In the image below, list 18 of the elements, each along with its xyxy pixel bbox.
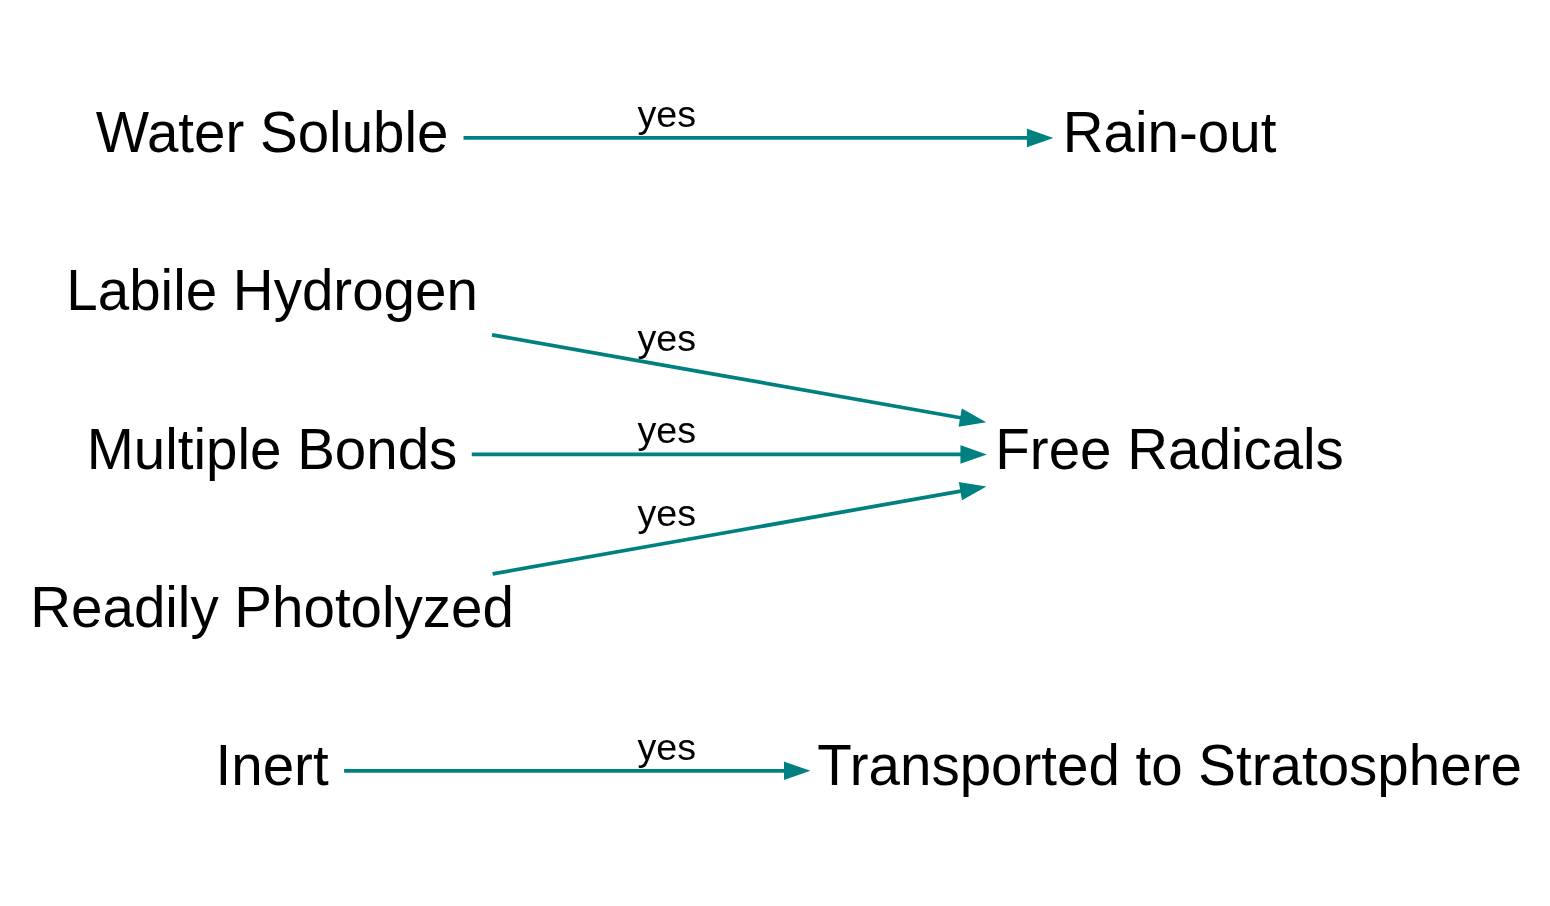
node-text: Labile Hydrogen <box>66 259 478 323</box>
node-text: Transported to Stratosphere <box>817 733 1522 797</box>
edge-label: yes <box>637 725 696 768</box>
edge-label: yes <box>637 409 696 452</box>
edge-label: yes <box>637 92 696 135</box>
arrow <box>463 128 1054 148</box>
node-text: Free Radicals <box>995 417 1344 481</box>
edge-label: yes <box>637 491 696 534</box>
node-text: Multiple Bonds <box>86 417 458 481</box>
arrow <box>471 445 987 464</box>
node-text: Water Soluble <box>95 101 449 165</box>
arrow <box>492 482 987 576</box>
node-text: Rain-out <box>1062 101 1277 165</box>
edge-label: yes <box>637 316 696 359</box>
arrow <box>344 761 811 781</box>
node-text: Readily Photolyzed <box>30 575 514 639</box>
arrow <box>491 332 987 427</box>
node-text: Inert <box>215 733 329 797</box>
